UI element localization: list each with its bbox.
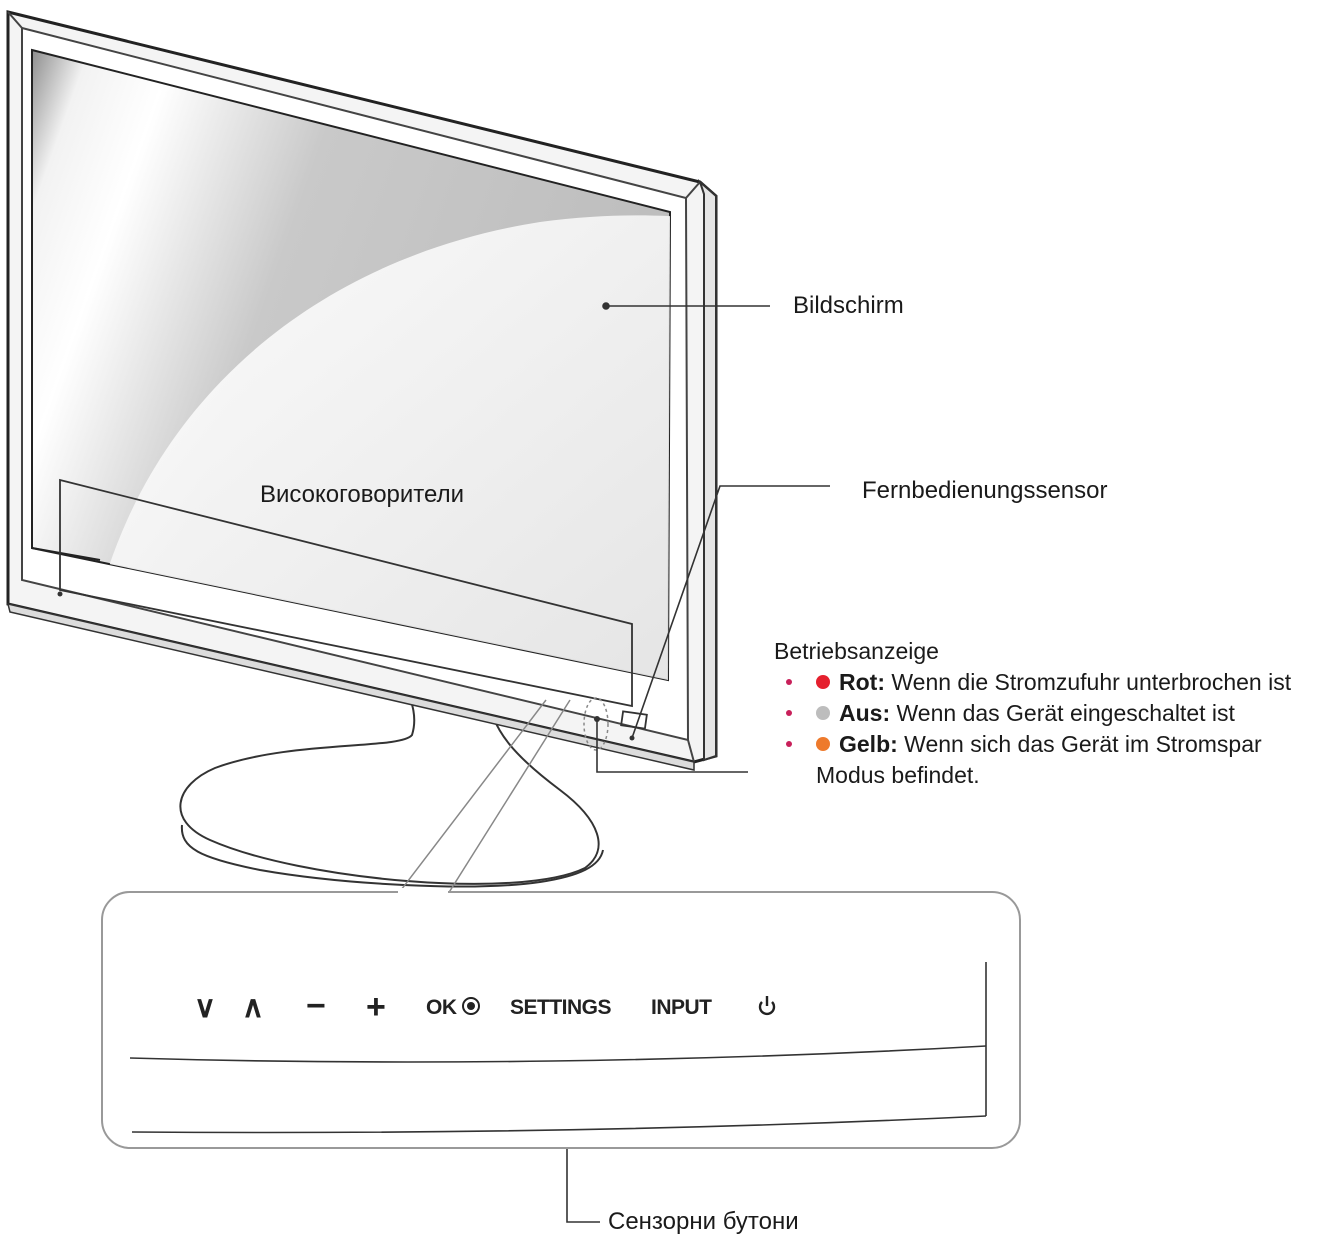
speaker-area-outline [59, 478, 633, 708]
monitor-stand [179, 658, 604, 888]
power-state-name: Aus: [839, 700, 891, 726]
grey-dot-icon [816, 706, 830, 720]
down-button[interactable]: ∨ [194, 991, 216, 1024]
power-state-name: Gelb: [839, 731, 898, 757]
target-icon [462, 997, 480, 1015]
touch-buttons-label: Сензорни бутони [608, 1208, 799, 1235]
remote-sensor-label: Fernbedienungssensor [862, 477, 1108, 504]
red-dot-icon [816, 675, 830, 689]
plus-button[interactable]: + [366, 988, 386, 1026]
power-state-text: Wenn die Stromzufuhr unterbrochen ist [891, 669, 1292, 695]
speaker-anchor-dot [57, 591, 63, 597]
bullet-icon [786, 710, 792, 716]
power-state-item: Rot: Wenn die Stromzufuhr unterbrochen i… [774, 667, 1323, 698]
power-state-item: Gelb: Wenn sich das Gerät im Stromspar M… [774, 729, 1323, 791]
ok-button[interactable]: OK [426, 996, 457, 1019]
screen-label: Bildschirm [793, 292, 904, 319]
remote-sensor-leader-line [631, 485, 830, 739]
bullet-icon [786, 741, 792, 747]
power-icon[interactable] [758, 996, 776, 1016]
power-indicator-title: Betriebsanzeige [774, 638, 939, 664]
orange-dot-icon [816, 737, 830, 751]
input-button[interactable]: INPUT [651, 996, 713, 1019]
power-state-item: Aus: Wenn das Gerät eingeschaltet ist [774, 698, 1323, 729]
power-state-name: Rot: [839, 669, 885, 695]
power-state-text: Wenn das Gerät eingeschaltet ist [896, 700, 1235, 726]
up-button[interactable]: ∧ [242, 991, 264, 1024]
zoom-callout [397, 699, 571, 895]
power-indicator-legend: Betriebsanzeige Rot: Wenn die Stromzufuh… [774, 636, 1323, 791]
screen-anchor-dot [602, 302, 610, 310]
touch-buttons-row: ∨ ∧ − + OK SETTINGS INPUT [194, 987, 776, 1026]
power-indicator-leader-line [596, 719, 748, 773]
bullet-icon [786, 679, 792, 685]
settings-button[interactable]: SETTINGS [510, 996, 612, 1019]
power-state-text: Wenn sich das Gerät im Stromspar Modus b… [816, 731, 1262, 788]
touch-button-panel [101, 888, 1021, 1149]
minus-button[interactable]: − [306, 987, 326, 1025]
power-state-list: Rot: Wenn die Stromzufuhr unterbrochen i… [774, 667, 1323, 791]
speakers-label: Високоговорители [260, 481, 464, 508]
